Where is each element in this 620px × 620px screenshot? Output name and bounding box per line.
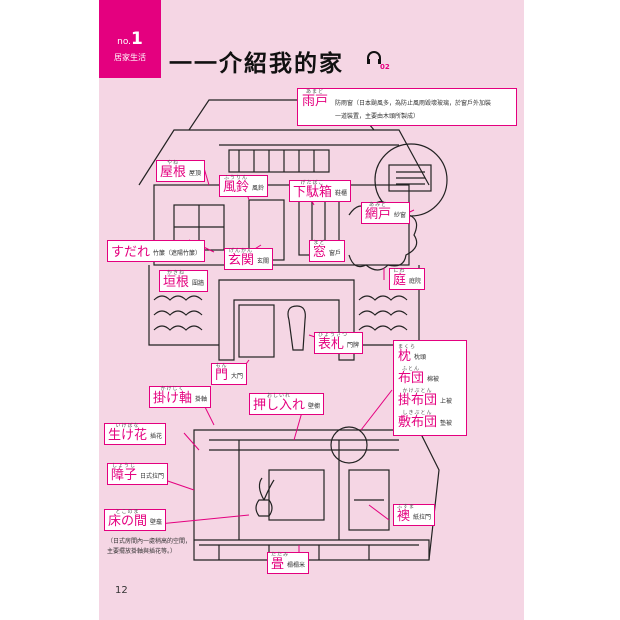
label-hyousatsu: ひょうさつ表札門牌 xyxy=(314,332,364,354)
audio-track[interactable]: 02 xyxy=(366,50,396,74)
label-getabako: げたばこ下駄箱鞋櫃 xyxy=(289,180,352,202)
page-title: 一一介紹我的家 xyxy=(169,51,344,77)
page-number: 12 xyxy=(115,585,128,596)
label-tatami: たたみ畳榻榻米 xyxy=(267,552,310,574)
label-mado: まど窓窗戶 xyxy=(309,240,346,262)
label-furin: ふうりん風鈴風鈴 xyxy=(219,175,269,197)
label-description: 防雨窗（日本颱風多，為防止風雨毀壞玻璃，於窗戶外加裝 xyxy=(335,100,492,107)
headphones-icon xyxy=(367,51,381,64)
label-amado: あまど雨戸 防雨窗（日本颱風多，為防止風雨毀壞玻璃，於窗戶外加裝 一道裝置，主要… xyxy=(297,88,517,126)
label-tokonoma: とこのま床の間壁龕 xyxy=(104,509,167,531)
label-term: 雨戸 xyxy=(302,94,329,109)
section-category: 居家生活 xyxy=(114,53,146,62)
label-kakine: かきね垣根圍牆 xyxy=(159,270,209,292)
label-genkan: げんかん玄関玄關 xyxy=(224,248,274,270)
section-tab: no.1 居家生活 xyxy=(99,0,161,78)
label-description: 一道裝置，主要由木頭所製成） xyxy=(335,113,420,120)
label-mon: もん門大門 xyxy=(211,363,248,385)
tokonoma-note: （日式房間內一處稍高的空間， 主要擺放掛軸與插花等。） xyxy=(107,538,192,555)
book-page: no.1 居家生活 一一介紹我的家 02 あまど雨戸 防雨窗（日本颱風多，為防止… xyxy=(99,0,524,620)
audio-track-number: 02 xyxy=(380,63,390,71)
label-ikebana: いけばな生け花插花 xyxy=(104,423,167,445)
label-kakejiku: かけじく掛け軸掛軸 xyxy=(149,386,212,408)
label-futon-group: まくら枕枕頭 ふとん布団棉被 かけぶとん掛布団上被 しきぶとん敷布団墊被 xyxy=(393,340,467,436)
label-oshiire: おしいれ押し入れ壁櫥 xyxy=(249,393,325,415)
label-amido: あみど網戸紗窗 xyxy=(361,202,411,224)
label-fusuma: ふすま襖紙拉門 xyxy=(393,504,436,526)
label-niwa: にわ庭庭院 xyxy=(389,268,426,290)
section-number: no.1 xyxy=(117,29,143,49)
label-sudare: すだれ竹簾（遮陽竹簾） xyxy=(107,240,206,262)
label-shouji: しょうじ障子日式拉門 xyxy=(107,463,169,485)
label-yane: やね屋根屋頂 xyxy=(156,160,206,182)
